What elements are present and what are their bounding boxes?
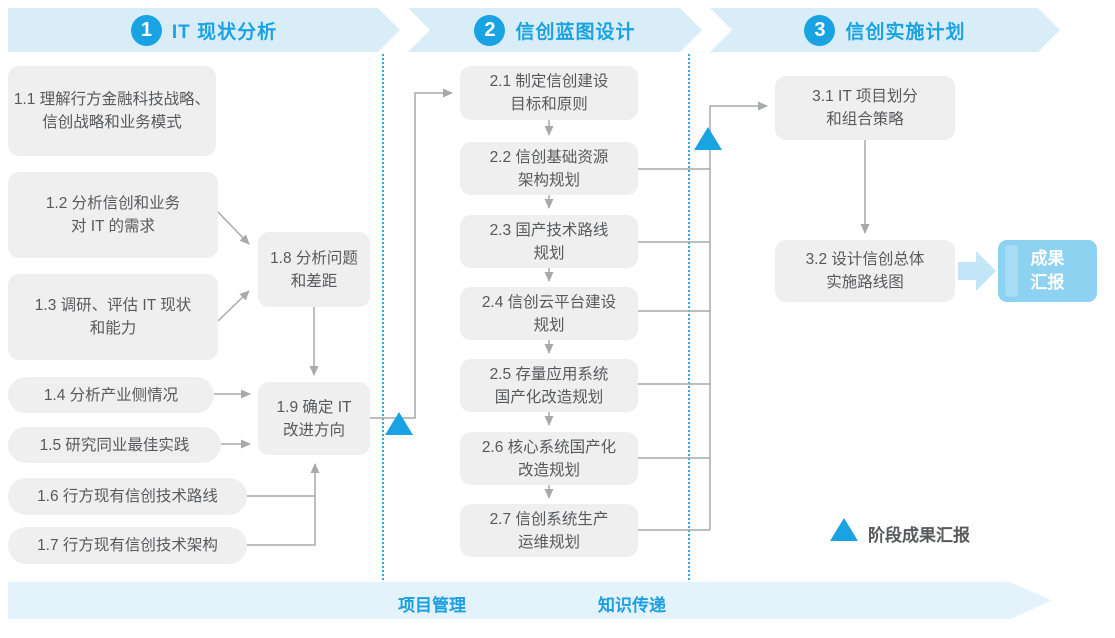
phase-title: IT 现状分析	[171, 21, 278, 43]
task-box-2-5: 2.5 存量应用系统 国产化改造规划	[460, 359, 638, 412]
task-box-line: 2.6 核心系统国产化	[481, 438, 617, 456]
phase-title: 信创实施计划	[845, 21, 966, 43]
bottom-banner	[8, 582, 1052, 619]
task-box-1-2: 1.2 分析信创和业务 对 IT 的需求	[8, 172, 218, 258]
milestone-triangle-icon	[385, 412, 413, 435]
task-box-line: 1.7 行方现有信创技术架构	[37, 537, 218, 554]
milestone-triangle-icon	[694, 127, 722, 150]
task-box-line: 目标和原则	[510, 96, 588, 113]
phase-banner-2: 2 信创蓝图设计	[408, 8, 702, 52]
phase-separator-line	[382, 54, 384, 580]
task-box-line: 规划	[533, 244, 565, 262]
task-box-line: 1.5 研究同业最佳实践	[39, 436, 190, 454]
task-box-line: 改进方向	[282, 421, 345, 439]
task-box-line: 3.1 IT 项目划分	[812, 88, 918, 105]
bottom-banner-item: 知识传递	[598, 596, 666, 615]
task-box-line: 1.9 确定 IT	[276, 398, 352, 416]
result-box-line: 成果	[1030, 249, 1065, 268]
phase-number-badge: 2	[474, 15, 505, 46]
task-box-line: 国产化改造规划	[494, 388, 604, 406]
task-box-2-2: 2.2 信创基础资源 架构规划	[460, 142, 638, 195]
task-box-line: 和差距	[290, 272, 338, 290]
task-box-line: 实施路线图	[826, 274, 904, 291]
task-box-1-9: 1.9 确定 IT 改进方向	[258, 382, 370, 455]
task-box-line: 和能力	[89, 320, 137, 337]
task-box-2-3: 2.3 国产技术路线 规划	[460, 215, 638, 268]
legend-triangle-icon	[830, 518, 858, 541]
phase-banner-1: 1 IT 现状分析	[8, 8, 400, 52]
task-box-2-6: 2.6 核心系统国产化 改造规划	[460, 432, 638, 485]
task-box-1-1: 1.1 理解行方金融科技战略、 信创战略和业务模式	[8, 66, 216, 156]
task-box-line: 2.1 制定信创建设	[489, 73, 609, 90]
task-box-line: 1.8 分析问题	[270, 249, 358, 267]
phase-title: 信创蓝图设计	[515, 21, 636, 43]
task-box-line: 1.6 行方现有信创技术路线	[37, 488, 218, 505]
phase-number-badge: 1	[131, 15, 162, 46]
task-box-line: 3.2 设计信创总体	[805, 251, 925, 268]
task-box-line: 架构规划	[517, 171, 580, 189]
task-box-1-7: 1.7 行方现有信创技术架构	[8, 527, 247, 564]
task-box-line: 2.3 国产技术路线	[489, 221, 609, 239]
task-box-line: 规划	[533, 316, 565, 334]
result-report-box: 成果 汇报	[998, 240, 1097, 302]
result-box-stripe	[1005, 245, 1018, 297]
task-box-line: 2.2 信创基础资源	[489, 148, 609, 166]
task-box-1-6: 1.6 行方现有信创技术路线	[8, 478, 247, 515]
task-box-line: 运维规划	[517, 533, 580, 551]
task-box-2-4: 2.4 信创云平台建设 规划	[460, 287, 638, 340]
result-box-line: 汇报	[1030, 273, 1065, 292]
task-box-line: 2.4 信创云平台建设	[481, 293, 617, 311]
phase-number-badge: 3	[804, 15, 835, 46]
task-box-line: 信创战略和业务模式	[42, 114, 182, 131]
legend-label: 阶段成果汇报	[868, 526, 970, 545]
bottom-banner-item: 项目管理	[398, 596, 466, 615]
task-box-line: 1.1 理解行方金融科技战略、	[13, 91, 211, 108]
task-box-line: 2.7 信创系统生产	[489, 510, 609, 528]
task-box-line: 改造规划	[517, 461, 580, 479]
task-box-line: 1.2 分析信创和业务	[45, 195, 181, 212]
task-box-1-5: 1.5 研究同业最佳实践	[8, 427, 221, 463]
phase-banner-3: 3 信创实施计划	[710, 8, 1060, 52]
block-arrow-icon	[958, 251, 996, 291]
task-box-2-7: 2.7 信创系统生产 运维规划	[460, 504, 638, 557]
task-box-1-8: 1.8 分析问题 和差距	[258, 232, 370, 307]
task-box-line: 2.5 存量应用系统	[489, 365, 609, 383]
task-box-1-4: 1.4 分析产业侧情况	[8, 377, 214, 413]
task-box-3-2: 3.2 设计信创总体 实施路线图	[775, 240, 955, 302]
task-box-line: 对 IT 的需求	[70, 218, 156, 235]
task-box-line: 1.4 分析产业侧情况	[43, 386, 179, 404]
task-box-2-1: 2.1 制定信创建设 目标和原则	[460, 66, 638, 120]
phase-separator-line	[688, 54, 690, 580]
task-box-1-3: 1.3 调研、评估 IT 现状 和能力	[8, 274, 218, 360]
task-box-line: 和组合策略	[826, 111, 904, 128]
task-box-3-1: 3.1 IT 项目划分 和组合策略	[775, 76, 955, 140]
task-box-line: 1.3 调研、评估 IT 现状	[34, 297, 192, 314]
